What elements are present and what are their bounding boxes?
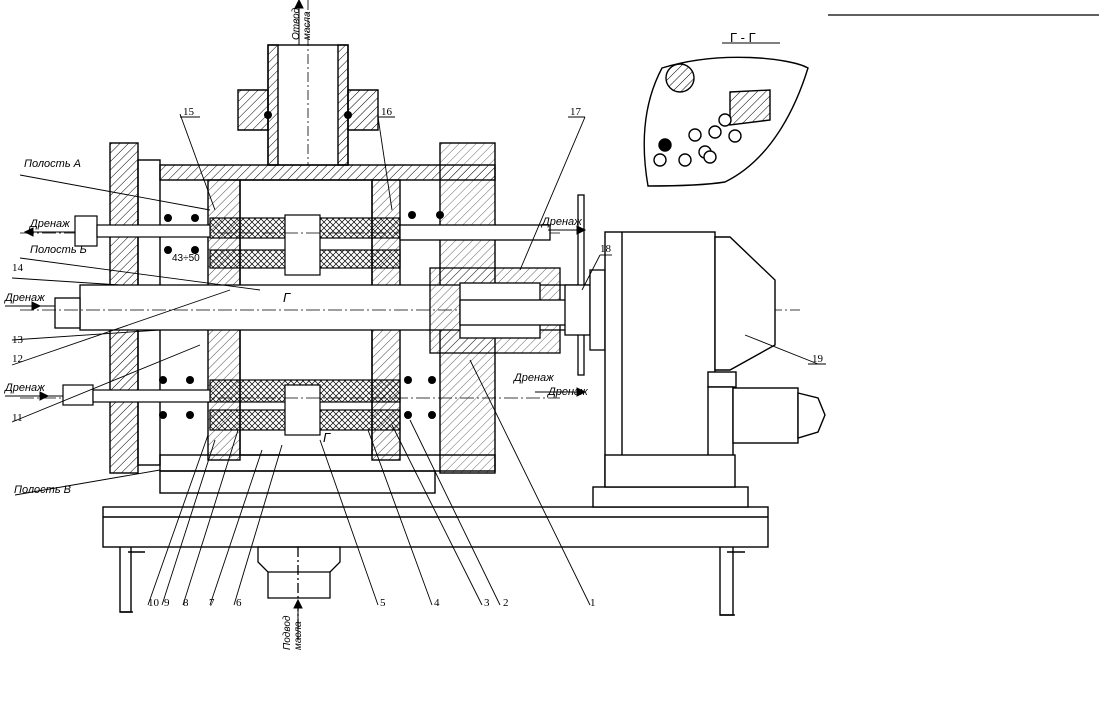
callout-7: 7 — [209, 597, 215, 609]
label-polost-v: Полость В — [14, 484, 72, 496]
callout-17: 17 — [570, 106, 581, 118]
callout-1: 1 — [590, 597, 596, 609]
callout-2: 2 — [503, 597, 509, 609]
leader-lines — [11, 42, 826, 606]
outlet-pipe — [237, 0, 379, 166]
callout-19: 19 — [812, 353, 823, 365]
section-mark-upper: Г — [283, 290, 291, 305]
drainage-arrows — [5, 0, 587, 640]
callout-11: 11 — [12, 412, 23, 424]
otvod-line-1: Отвод — [291, 7, 302, 40]
left-bolts — [62, 215, 211, 406]
callout-12: 12 — [12, 353, 23, 365]
label-drenazh-5: Дренаж — [514, 372, 554, 384]
section-view — [643, 56, 809, 187]
label-drenazh-6: Дренаж — [548, 386, 588, 398]
label-drenazh-3: Дренаж — [5, 382, 45, 394]
label-drenazh-1: Дренаж — [30, 218, 70, 230]
label-size: 43÷50 — [172, 253, 200, 264]
o-rings — [159, 111, 444, 419]
callout-8: 8 — [183, 597, 189, 609]
callout-18: 18 — [600, 243, 611, 255]
callout-16: 16 — [381, 106, 392, 118]
callout-10: 10 — [148, 597, 159, 609]
callout-15: 15 — [183, 106, 194, 118]
podvod-line-2: масла — [293, 621, 304, 650]
label-drenazh-4: Дренаж — [542, 216, 582, 228]
otvod-line-2: масла — [302, 11, 313, 40]
label-podvod: Подвод масла — [282, 616, 304, 650]
section-mark-lower: Г — [323, 430, 331, 445]
motor — [592, 231, 826, 508]
label-polost-a: Полость А — [24, 158, 82, 170]
podvod-line-1: Подвод — [282, 615, 293, 650]
callout-6: 6 — [236, 597, 242, 609]
callout-5: 5 — [380, 597, 386, 609]
callout-14: 14 — [12, 262, 23, 274]
callout-9: 9 — [164, 597, 170, 609]
label-otvod: Отвод масла — [291, 8, 313, 40]
section-title: Г - Г — [730, 30, 756, 45]
label-drenazh-2: Дренаж — [5, 292, 45, 304]
callout-3: 3 — [484, 597, 490, 609]
screw-rotors — [209, 214, 401, 436]
label-polost-b: Полость Б — [30, 244, 87, 256]
callout-4: 4 — [434, 597, 440, 609]
base-frame — [102, 506, 769, 616]
callout-13: 13 — [12, 334, 23, 346]
